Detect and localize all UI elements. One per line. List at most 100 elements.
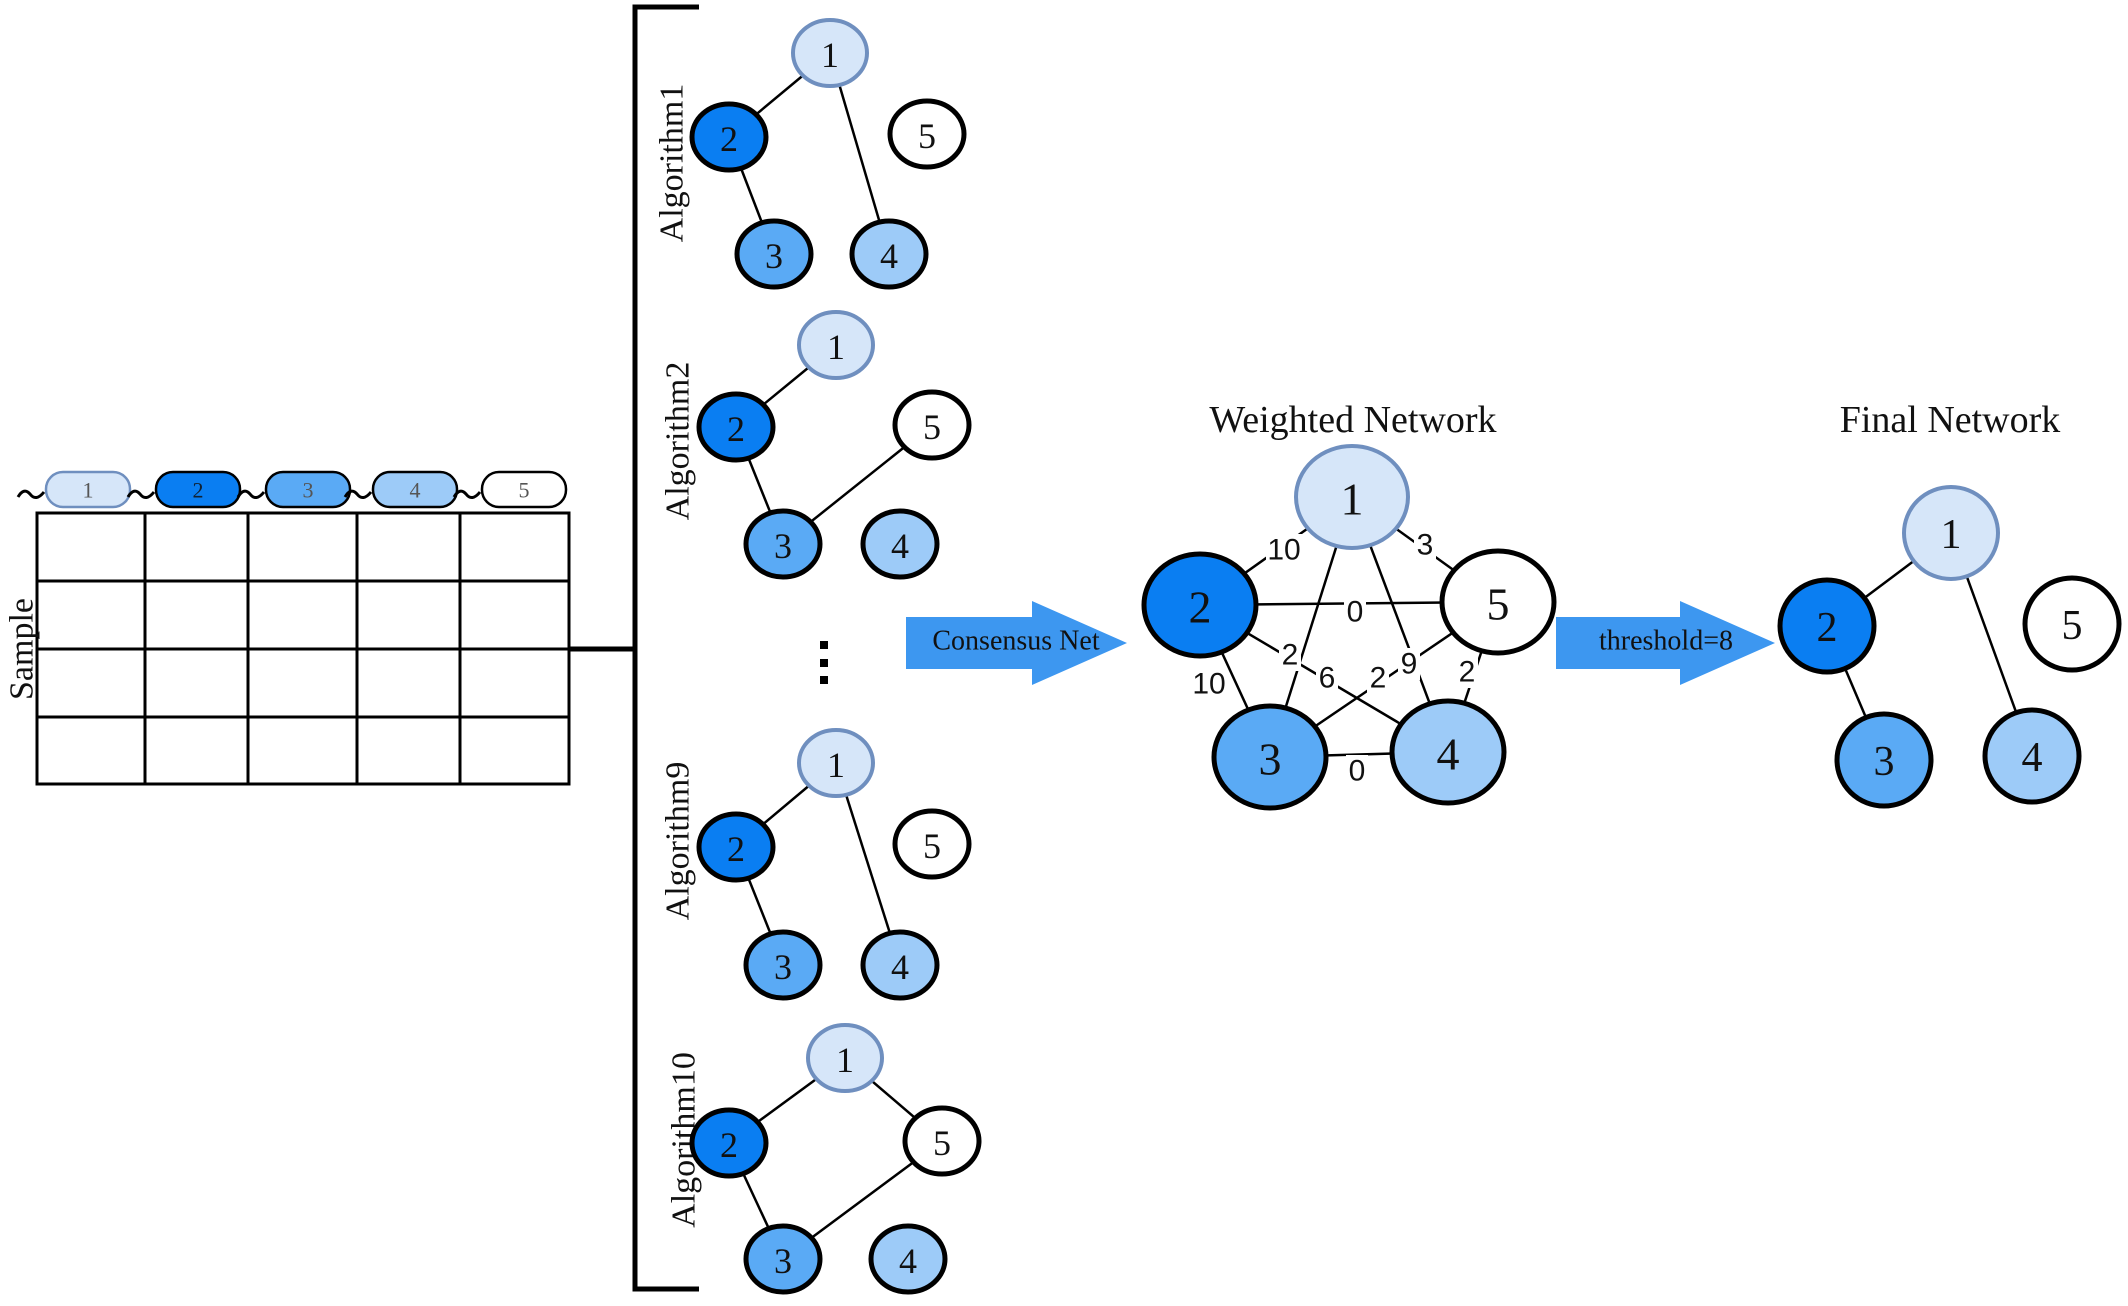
gene-linker: [343, 489, 373, 499]
algo-node-1: [797, 728, 875, 798]
weighted-node-label: 1: [1341, 474, 1364, 525]
algo-node-1: [806, 1023, 884, 1093]
consensus-net-arrow-label: Consensus Net: [932, 626, 1099, 657]
algo-node-label: 5: [923, 407, 941, 447]
final-node-label: 1: [1941, 512, 1962, 558]
weighted-edge-label-bg: [1367, 662, 1389, 694]
algo-node-label: 3: [774, 947, 792, 987]
algorithm-label: Algorithm1: [654, 84, 691, 243]
algo-node-2: [696, 391, 776, 463]
weighted-edge-label-bg: [1398, 648, 1420, 680]
algo-node-label: 1: [821, 35, 839, 75]
algo-node-2: [696, 811, 776, 883]
ellipsis-icon: [820, 641, 828, 684]
gene-pill-3: [264, 470, 352, 509]
gene-pill-label: 4: [410, 478, 421, 503]
algo-node-3: [743, 508, 823, 580]
final-node-2: [1777, 577, 1877, 675]
algo-node-label: 2: [720, 119, 738, 159]
final-node-4: [1982, 707, 2082, 805]
gene-pill-4: [371, 470, 459, 509]
weighted-edge-label-bg: [1316, 662, 1338, 694]
algo-node-label: 1: [836, 1040, 854, 1080]
weighted-edge-label-bg: [1266, 534, 1302, 566]
algo-node-label: 1: [827, 327, 845, 367]
final-node-5: [2022, 575, 2122, 673]
algo-node-label: 4: [899, 1241, 917, 1281]
algo-node-label: 4: [891, 947, 909, 987]
algo-node-4: [860, 508, 940, 580]
algo-node-label: 2: [727, 829, 745, 869]
weighted-edge-label-bg: [1414, 529, 1436, 561]
gene-linker: [126, 489, 156, 499]
algo-node-label: 5: [933, 1123, 951, 1163]
algo-node-5: [892, 808, 972, 880]
final-node-label: 4: [2022, 735, 2043, 781]
weighted-edge-weight: 2: [1282, 639, 1299, 672]
weighted-edge-weight: 0: [1349, 755, 1366, 788]
threshold-arrow: threshold=8: [1556, 601, 1775, 685]
algo-node-1: [791, 18, 869, 88]
algorithm-bracket: [569, 4, 699, 1292]
algo-node-label: 5: [918, 116, 936, 156]
algo-node-5: [892, 389, 972, 461]
algo-node-2: [689, 101, 769, 173]
algo-node-label: 3: [774, 1241, 792, 1281]
bracket: [632, 4, 699, 1292]
weighted-node-label: 3: [1259, 734, 1282, 785]
algo-node-5: [887, 98, 967, 170]
algo-node-label: 2: [720, 1125, 738, 1165]
weighted-edge-label-bg: [1456, 656, 1478, 688]
final-node-label: 2: [1817, 605, 1838, 651]
algo-node-label: 3: [765, 236, 783, 276]
weighted-edge-weight: 2: [1370, 662, 1387, 695]
weighted-node-2: [1141, 551, 1259, 659]
algo-node-1: [797, 310, 875, 380]
gene-pill-1: [44, 470, 132, 509]
final-node-1: [1902, 485, 2000, 581]
algo-node-label: 4: [891, 526, 909, 566]
algo-node-label: 4: [880, 236, 898, 276]
weighted-node-5: [1439, 548, 1557, 656]
weighted-node-1: [1294, 444, 1410, 550]
arrows: Consensus Net threshold=8: [906, 601, 1775, 685]
algo-node-4: [860, 929, 940, 1001]
weighted-edge-label-bg: [1346, 755, 1368, 787]
weighted-edge-weight: 2: [1459, 656, 1476, 689]
algorithm-label: Algorithm9: [660, 762, 697, 921]
weighted-edge-weight: 10: [1267, 534, 1300, 567]
gene-pill-2: [154, 470, 242, 509]
weighted-edge-weight: 0: [1347, 596, 1364, 629]
weighted-node-4: [1389, 698, 1507, 806]
weighted-edge-weight: 10: [1192, 668, 1225, 701]
algo-node-label: 3: [774, 526, 792, 566]
weighted-node-3: [1211, 703, 1329, 811]
gene-pill-label: 1: [83, 478, 94, 503]
final-network-title: Final Network: [1840, 399, 2061, 441]
gene-pill-label: 2: [193, 478, 204, 503]
algorithm-network-1: Algorithm1 1 2 3 4 5: [654, 18, 967, 290]
algo-node-2: [689, 1107, 769, 1179]
algo-node-3: [743, 1223, 823, 1295]
final-node-label: 3: [1874, 739, 1895, 785]
consensus-net-arrow-shape: [906, 601, 1127, 685]
threshold-arrow-shape: [1556, 601, 1775, 685]
final-node-3: [1834, 711, 1934, 809]
algo-node-label: 2: [727, 409, 745, 449]
threshold-arrow-label: threshold=8: [1599, 626, 1733, 657]
gene-linker: [452, 489, 482, 499]
algo-node-4: [849, 218, 929, 290]
ellipsis-dot: [820, 659, 828, 667]
weighted-node-label: 4: [1437, 729, 1460, 780]
gene-pill-label: 3: [303, 478, 314, 503]
weighted-node-label: 2: [1189, 582, 1212, 633]
ellipsis-dot: [820, 676, 828, 684]
weighted-node-label: 5: [1487, 579, 1510, 630]
weighted-edge-weight: 3: [1417, 529, 1434, 562]
